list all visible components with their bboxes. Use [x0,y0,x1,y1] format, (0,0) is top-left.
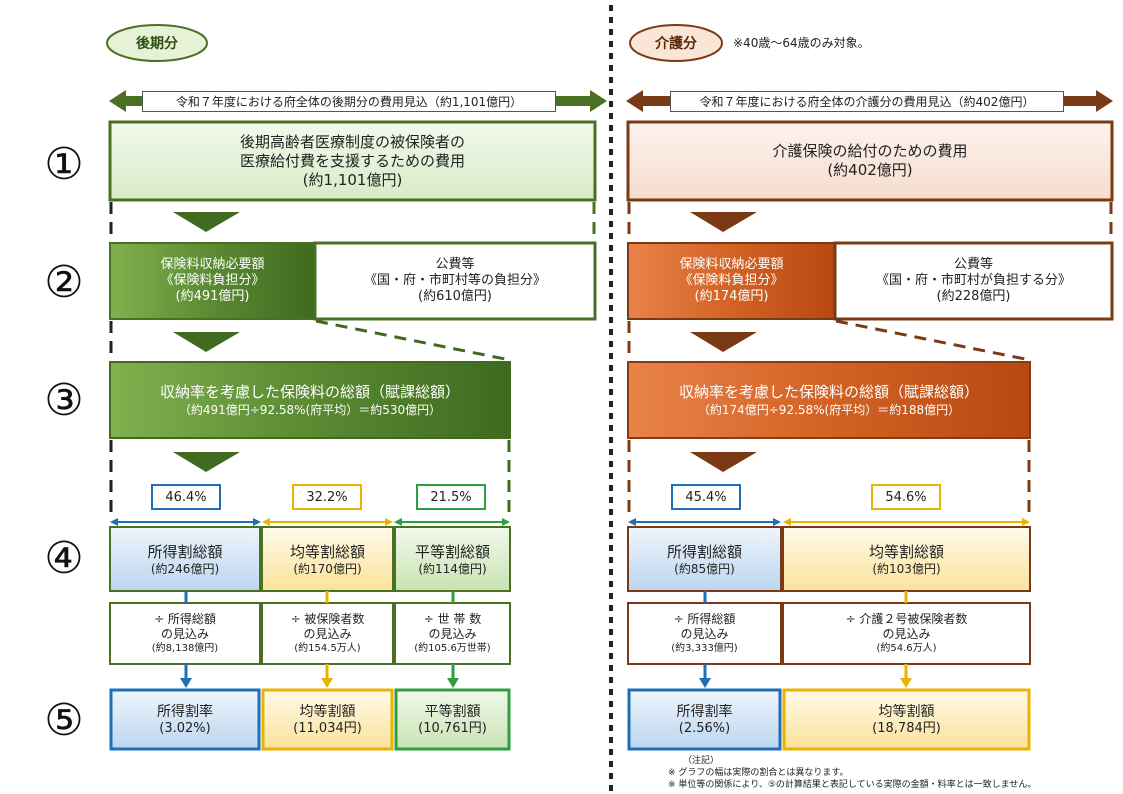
tag-kouki-shape [106,24,208,62]
box4-kouki-household: 平等割総額 (約114億円) [414,542,490,576]
box1-kaigo: 介護保険の給付のための費用 (約402億円) [772,142,968,179]
step-5: ⑤ [44,695,84,746]
arrow-down-2-left [173,332,240,352]
step-1: ① [44,139,84,190]
box5-kouki-household-amount: 平等割額 (10,761円) [418,703,487,736]
box5-kouki-per-capita-amount: 均等割額 (11,034円) [293,703,362,736]
note-2: ※ 単位等の関係により、⑤の計算結果と表記している実際の金額・料率とは一致しませ… [668,780,1037,790]
step-2: ② [44,257,84,308]
banner-kaigo: 令和７年度における府全体の介護分の費用見込（約402億円） [670,91,1064,112]
box4-kaigo-per-capita: 均等割総額 (約103億円) [868,542,944,576]
banner-kouki: 令和７年度における府全体の後期分の費用見込（約1,101億円） [142,91,556,112]
tag-kaigo: 介護分 [655,36,697,52]
box2-kouki-public: 公費等 《国・府・市町村等の負担分》 (約610億円) [363,257,546,304]
box4-kouki-income: 所得割総額 (約246億円) [147,542,223,576]
pct-kouki-income: 46.4% [151,484,221,510]
note-1: ※ グラフの幅は実際の割合とは異なります。 [668,768,849,778]
box1-kouki: 後期高齢者医療制度の被保険者の 医療給付費を支援するための費用 (約1,101億… [239,132,465,189]
pct-kouki-household: 21.5% [416,484,486,510]
tag-kaigo-shape [629,24,723,62]
tag-kouki: 後期分 [136,36,178,52]
div-kouki-household: ÷ 世 帯 数 の見込み (約105.6万世帯) [414,612,491,654]
box4-kaigo-income: 所得割総額 (約85億円) [666,542,742,576]
arrow-down-2-right [690,332,757,352]
box4-kouki-per-capita: 均等割総額 (約170億円) [289,542,365,576]
box5-kaigo-income-rate: 所得割率 (2.56%) [676,703,733,736]
box5-kaigo-per-capita-amount: 均等割額 (18,784円) [872,703,941,736]
box2-kaigo-public: 公費等 《国・府・市町村が負担する分》 (約228億円) [875,257,1071,304]
pct-kaigo-per-capita: 54.6% [871,484,941,510]
step-4: ④ [44,533,84,584]
box3-kaigo: 収納率を考慮した保険料の総額（賦課総額） （約174億円÷92.58%(府平均）… [678,383,979,417]
box1-right-bg [626,120,1114,202]
notes-header: （注記） [683,756,720,766]
div-kouki-per-capita: ÷ 被保険者数 の見込み (約154.5万人) [290,612,365,654]
kaigo-target-note: ※40歳～64歳のみ対象。 [733,36,870,50]
arrow-down-3-left [173,452,240,472]
box2-kouki-premium: 保険料収納必要額 《保険料負担分》 (約491億円) [160,257,265,304]
box1-left-bg [108,120,597,202]
box3-kouki: 収納率を考慮した保険料の総額（賦課総額） （約491億円÷92.58%(府平均）… [159,383,460,417]
div-kaigo-per-capita: ÷ 介護２号被保険者数 の見込み (約54.6万人) [845,612,968,654]
arrow-down-1-right [690,212,757,232]
box2-kaigo-premium: 保険料収納必要額 《保険料負担分》 (約174億円) [679,257,784,304]
div-kaigo-income: ÷ 所得総額 の見込み (約3,333億円) [671,612,738,654]
arrow-down-3-right [690,452,757,472]
step-3: ③ [44,375,84,426]
div-kouki-income: ÷ 所得総額 の見込み (約8,138億円) [151,612,219,654]
box5-kouki-income-rate: 所得割率 (3.02%) [157,703,213,736]
pct-kaigo-income: 45.4% [671,484,741,510]
arrow-down-1-left [173,212,240,232]
pct-kouki-per-capita: 32.2% [292,484,362,510]
